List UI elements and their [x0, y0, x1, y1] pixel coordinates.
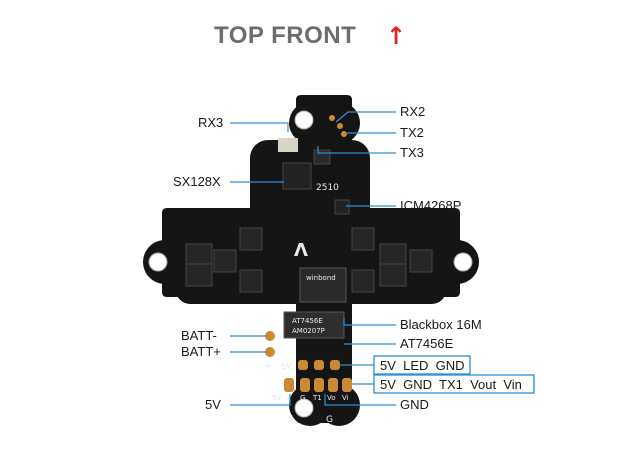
label-tx3: TX3: [400, 145, 424, 160]
mount-hole-bottom: [294, 398, 314, 418]
board-number: 2510: [316, 183, 339, 193]
mount-hole-right: [453, 252, 473, 272]
pad-5v-silk: 5V: [281, 362, 292, 371]
svg-text:T1: T1: [312, 394, 322, 402]
diagram-title: TOP FRONT: [214, 22, 356, 49]
blackbox-flash-chip: [299, 267, 347, 303]
sx128x-chip: [282, 162, 312, 190]
led-pads-box: [373, 355, 471, 375]
label-tx2: TX2: [400, 125, 424, 140]
crystal-component: [278, 138, 298, 152]
label-rx2: RX2: [400, 104, 425, 119]
svg-text:G: G: [300, 394, 305, 402]
batt-plus-pad: [265, 347, 275, 357]
label-gnd: GND: [400, 397, 429, 412]
top-right-lobe: [318, 102, 360, 144]
flight-controller-board: 2510 Λ winbond AT7456E AM0207P + 5V: [143, 95, 479, 426]
label-5v-left: 5V: [205, 397, 221, 412]
label-bottom-pads: 5V GND TX1 Vout Vin: [380, 377, 522, 392]
osd-chip-code: AM0207P: [292, 327, 325, 335]
label-icm4268p: ICM4268P: [400, 198, 461, 213]
mount-hole-top: [294, 110, 314, 130]
esc-components: [185, 227, 433, 293]
mount-hole-left: [148, 252, 168, 272]
top-pads: [329, 115, 347, 137]
svg-text:Vi: Vi: [342, 394, 349, 402]
leader-lines: [230, 111, 396, 406]
led-pads: [298, 360, 340, 370]
brand-logo-icon: Λ: [294, 240, 308, 261]
flash-brand: winbond: [306, 274, 336, 282]
svg-text:Vo: Vo: [327, 394, 336, 402]
label-at7456e: AT7456E: [400, 336, 454, 351]
callout-labels: RX3 RX2 TX2 TX3 SX128X ICM4268P Blackbox…: [173, 104, 482, 412]
label-blackbox: Blackbox 16M: [400, 317, 482, 332]
svg-text:G: G: [326, 415, 333, 425]
svg-text:5V: 5V: [272, 394, 281, 402]
osd-chip-text: AT7456E: [292, 317, 323, 325]
small-ic: [313, 149, 331, 165]
bottom-pads-box: [373, 374, 535, 394]
osd-chip: [283, 311, 345, 339]
label-led-pads: 5V LED GND: [380, 358, 465, 373]
icm-chip: [334, 199, 350, 215]
plus-silk: +: [264, 362, 272, 372]
svg-text:5: 5: [288, 415, 294, 425]
bottom-pads: [284, 378, 352, 392]
bottom-pad-silk: 5V G T1 Vo Vi 5 G: [272, 394, 349, 425]
label-batt-minus: BATT-: [181, 328, 217, 343]
front-arrow-icon: ↑: [386, 22, 406, 50]
batt-minus-pad: [265, 331, 275, 341]
label-sx128x: SX128X: [173, 174, 221, 189]
label-rx3: RX3: [198, 115, 223, 130]
label-batt-plus: BATT+: [181, 344, 221, 359]
pad-label-boxes: 5V LED GND 5V GND TX1 Vout Vin: [373, 355, 535, 394]
